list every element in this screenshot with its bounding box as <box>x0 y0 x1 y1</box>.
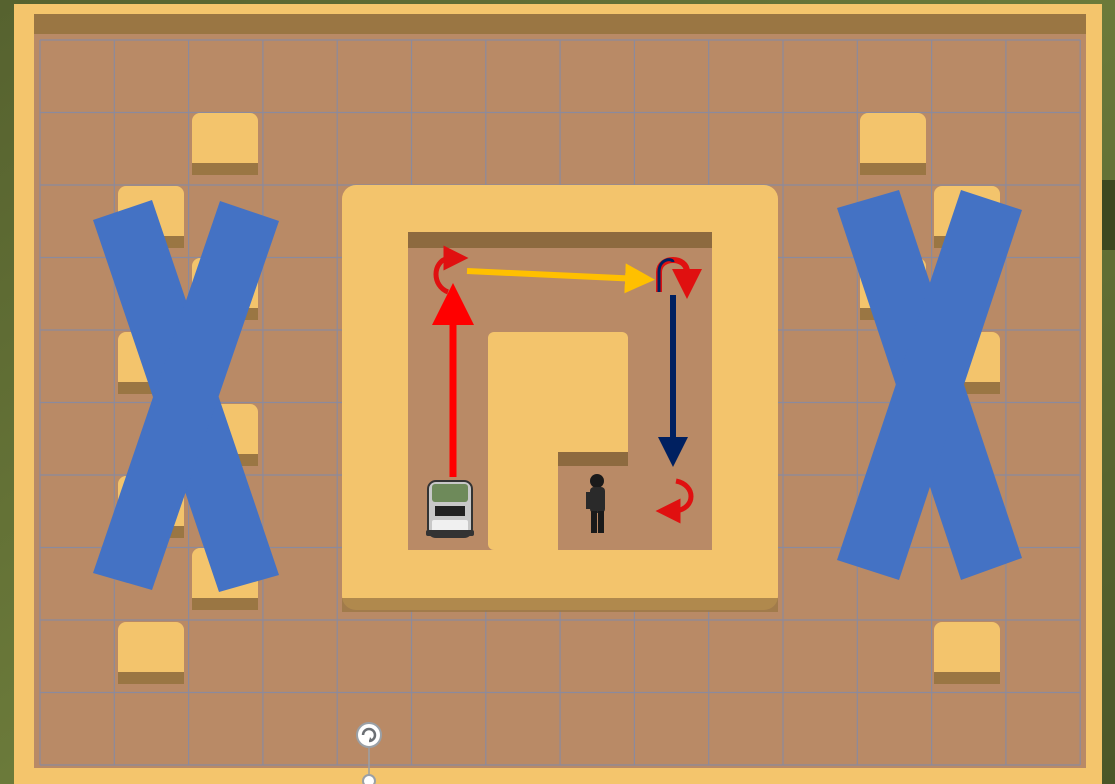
hay-block <box>860 113 926 175</box>
frame-top-edge <box>34 14 1086 36</box>
jeep-icon[interactable] <box>426 481 474 537</box>
hay-block <box>118 622 184 684</box>
hay-block <box>192 113 258 175</box>
hay-block <box>934 622 1000 684</box>
rotate-handle[interactable] <box>352 718 388 784</box>
sand-ring <box>342 185 778 612</box>
